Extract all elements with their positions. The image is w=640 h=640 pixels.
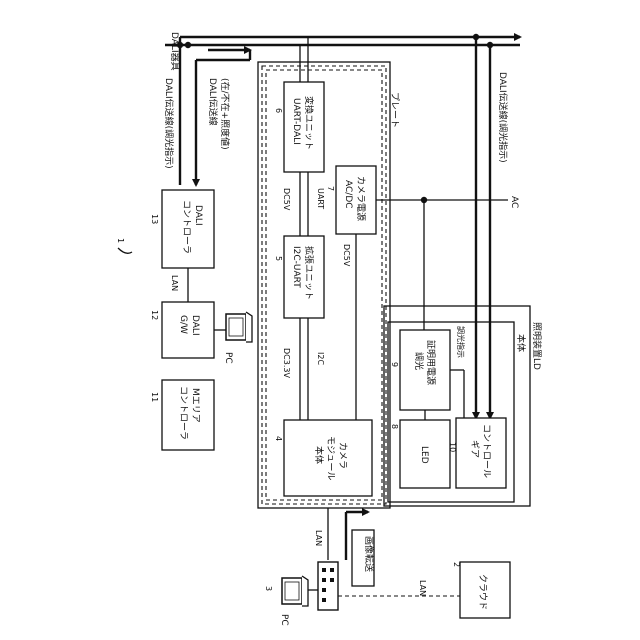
ref-10: 10 <box>448 442 457 452</box>
text-dali-controller-1: DALI <box>193 205 203 226</box>
text-cloud: クラウド <box>477 574 488 610</box>
ref-11: 11 <box>150 392 159 402</box>
label-lan-bottom: LAN <box>418 580 427 596</box>
label-body: 本体 <box>515 334 527 352</box>
label-lan-top: LAN <box>170 275 179 291</box>
ref-4: 4 <box>274 436 283 441</box>
ref-2: 2 <box>452 562 461 567</box>
text-control-gear-1: コントロール <box>481 424 491 478</box>
label-dali-line-dimming-right: DALI伝送線(調光指示) <box>497 72 509 163</box>
ref-13: 13 <box>150 214 159 224</box>
ref-8: 8 <box>390 424 399 429</box>
ref-7: 7 <box>326 186 335 191</box>
ref-6: 6 <box>274 108 283 113</box>
text-control-gear-2: ギア <box>469 440 480 458</box>
ref-5: 5 <box>274 256 283 261</box>
junction-dot-b <box>185 42 191 48</box>
text-led: LED <box>419 446 429 464</box>
text-expansion-2: I2C-UART <box>291 246 301 288</box>
text-lighting-power-2: 調光 <box>413 352 425 370</box>
ref-system-leader <box>118 248 132 253</box>
label-dimming-instruction: 調光指示 <box>456 326 466 358</box>
text-conversion-1: 変換ユニット <box>303 96 315 150</box>
label-dali-line-status-1: DALI伝送線 <box>207 78 219 126</box>
label-image-transfer: 画像転送 <box>363 536 375 572</box>
label-dali-fixture: DALI器具 <box>169 32 180 71</box>
text-expansion-1: 拡張ユニット <box>303 246 315 300</box>
text-lighting-power-1: 証明用電源 <box>425 340 437 385</box>
pc-top-icon <box>226 312 252 342</box>
text-dali-gw-2: G/W <box>178 315 188 334</box>
box-control-gear <box>456 418 506 488</box>
text-dali-controller-2: コントローラ <box>181 200 192 254</box>
ref-3: 3 <box>264 586 273 591</box>
text-camera-module-1: カメラ <box>337 442 348 469</box>
text-m-area-2: コントローラ <box>178 386 189 440</box>
ref-12: 12 <box>150 310 159 320</box>
box-lighting-power <box>400 330 450 410</box>
label-plate: プレート <box>389 92 400 128</box>
label-dali-line-status-2: (在/不在+照度値) <box>219 78 231 150</box>
label-pc-bottom: PC <box>279 614 289 626</box>
label-ac: AC <box>509 196 519 208</box>
text-conversion-2: UART-DALI <box>291 98 301 145</box>
label-dc5v-a: DC5V <box>282 188 291 211</box>
text-camera-module-3: 本体 <box>313 446 325 464</box>
label-lan-mid: LAN <box>314 530 323 546</box>
ref-9: 9 <box>390 362 399 367</box>
text-camera-power-2: AC/DC <box>343 180 353 209</box>
label-pc-top: PC <box>223 352 233 364</box>
label-dc5v-b: DC5V <box>342 244 351 267</box>
ref-system: 1 <box>116 238 125 243</box>
text-camera-module-2: モジュール <box>325 436 335 480</box>
network-switch-icon <box>318 562 338 610</box>
text-m-area-1: Mエリア <box>190 388 200 423</box>
text-camera-power-1: カメラ電源 <box>355 176 366 221</box>
label-dc33v: DC3.3V <box>282 348 291 378</box>
pc-bottom-icon <box>282 576 308 606</box>
label-dali-line-dimming: DALI伝送線(調光指示) <box>163 78 175 169</box>
label-lighting-device: 照明装置LD <box>531 322 543 370</box>
label-i2c: I2C <box>316 352 325 365</box>
label-uart: UART <box>316 188 325 209</box>
text-dali-gw-1: DALI <box>190 315 200 336</box>
